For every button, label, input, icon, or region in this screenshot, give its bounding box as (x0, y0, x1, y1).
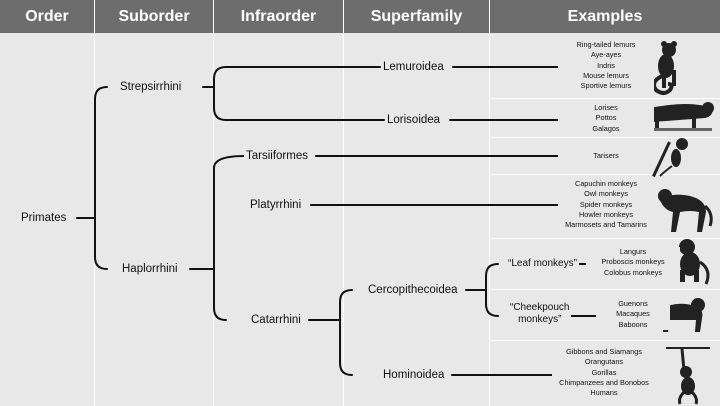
row-separator (490, 289, 720, 290)
example-item: Indris (597, 60, 615, 70)
example-item: Gibbons and Siamangs (566, 347, 642, 356)
bracket-strepsirrhini (213, 66, 227, 121)
example-item: Owl monkeys (584, 189, 628, 199)
node-primates: Primates (21, 212, 67, 224)
gibbon-icon (666, 347, 710, 405)
example-item: Ring-tailed lemurs (576, 40, 636, 49)
bracket-catarrhini (339, 289, 353, 376)
header-order: Order (0, 0, 95, 33)
node-lemuroidea: Lemuroidea (381, 60, 446, 74)
examples-tarsiiformes: Tarisers (558, 151, 654, 162)
example-item: Baboons (618, 319, 648, 329)
example-item: Spider monkeys (579, 199, 633, 209)
column-order-bg (0, 33, 95, 406)
bracket-primates (94, 86, 108, 270)
ring-tailed-lemur-icon (652, 41, 677, 95)
example-item: Lorises (594, 103, 618, 112)
tarsier-icon (652, 138, 688, 178)
node-cercopithecoidea: Cercopithecoidea (366, 283, 460, 297)
column-suborder-bg (95, 33, 214, 406)
node-cheekpouch-monkeys: “Cheekpouch monkeys” (508, 302, 572, 326)
row-separator (490, 137, 720, 138)
header-examples: Examples (490, 0, 720, 33)
example-item: Guenons (618, 299, 648, 308)
node-haplorrhini: Haplorrhini (120, 262, 180, 276)
row-separator (490, 238, 720, 239)
header-superfamily: Superfamily (344, 0, 490, 33)
row-separator (490, 174, 720, 175)
examples-lorisoidea: Lorises Pottos Galagos (558, 103, 654, 134)
node-catarrhini: Catarrhini (249, 313, 303, 327)
node-lorisoidea: Lorisoidea (385, 113, 443, 127)
langur-icon (679, 239, 710, 285)
example-item: Langurs (619, 247, 647, 256)
example-item: Galagos (592, 123, 620, 133)
node-platyrrhini: Platyrrhini (248, 198, 304, 212)
example-item: Pottos (595, 113, 617, 123)
examples-platyrrhini: Capuchin monkeys Owl monkeys Spider monk… (558, 179, 654, 231)
bracket-haplorrhini (213, 155, 245, 321)
example-item: Gorillas (591, 367, 617, 377)
row-separator (490, 98, 720, 99)
example-item: Humans (590, 388, 618, 398)
example-item: Proboscis monkeys (601, 257, 665, 267)
column-superfamily-bg (344, 33, 490, 406)
node-cheekpouch-line1: “Cheekpouch (510, 302, 570, 313)
example-item: Marmosets and Tamarins (565, 220, 647, 230)
node-tarsiiformes: Tarsiiformes (244, 149, 310, 163)
node-leaf-monkeys: “Leaf monkeys” (506, 257, 579, 271)
example-item: Colobus monkeys (604, 267, 662, 277)
spider-monkey-icon (658, 189, 713, 232)
example-item: Capuchin monkeys (574, 179, 638, 188)
row-separator (490, 340, 720, 341)
examples-cheekpouch-monkeys: Guenons Macaques Baboons (596, 299, 670, 330)
examples-hominoidea: Gibbons and Siamangs Orangutans Gorillas… (552, 347, 656, 399)
example-item: Macaques (616, 309, 650, 319)
header-infraorder: Infraorder (214, 0, 344, 33)
column-infraorder-bg (214, 33, 344, 406)
loris-icon (646, 102, 714, 131)
example-item: Orangutans (584, 357, 624, 367)
example-item: Mouse lemurs (583, 70, 629, 80)
node-strepsirrhini: Strepsirrhini (118, 80, 184, 94)
example-item: Aye-ayes (590, 50, 622, 60)
node-hominoidea: Hominoidea (381, 368, 447, 382)
bracket-cercopithecoidea (485, 263, 499, 317)
example-item: Tarisers (593, 151, 619, 160)
example-item: Chimpanzees and Bonobos (559, 377, 649, 387)
example-item: Howler monkeys (579, 209, 633, 219)
examples-lemuroidea: Ring-tailed lemurs Aye-ayes Indris Mouse… (558, 40, 654, 92)
node-cheekpouch-line2: monkeys” (518, 314, 562, 325)
examples-leaf-monkeys: Langurs Proboscis monkeys Colobus monkey… (586, 247, 680, 278)
example-item: Sportive lemurs (580, 81, 632, 91)
header-suborder: Suborder (95, 0, 214, 33)
